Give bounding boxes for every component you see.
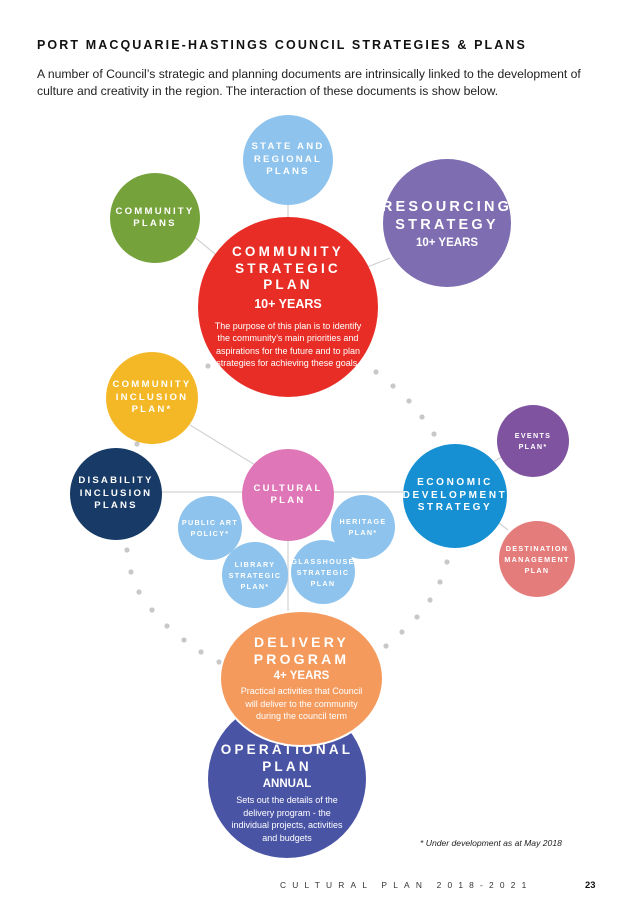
community-plans-circle: COMMUNITY PLANS <box>110 173 200 263</box>
page-title: PORT MACQUARIE-HASTINGS COUNCIL STRATEGI… <box>37 38 527 52</box>
community-inclusion-label: COMMUNITY INCLUSION PLAN* <box>112 379 192 416</box>
delivery-description: Practical activities that Council will d… <box>240 686 363 722</box>
community-plans-label: COMMUNITY PLANS <box>115 205 195 230</box>
cultural-plan-circle: CULTURAL PLAN <box>242 449 334 541</box>
heritage-label: HERITAGE PLAN* <box>339 517 387 537</box>
glasshouse-strategic-plan-circle: GLASSHOUSE STRATEGIC PLAN <box>291 540 355 604</box>
destination-label: DESTINATION MANAGEMENT PLAN <box>504 543 570 575</box>
community-inclusion-plan-circle: COMMUNITY INCLUSION PLAN* <box>106 352 198 444</box>
state-regional-label: STATE AND REGIONAL PLANS <box>251 141 325 178</box>
csp-years: 10+ YEARS <box>254 296 322 311</box>
public-art-label: PUBLIC ART POLICY* <box>181 518 239 538</box>
operational-label: OPERATIONAL PLAN <box>220 742 354 774</box>
delivery-program-circle: DELIVERY PROGRAM 4+ YEARS Practical acti… <box>219 610 384 747</box>
library-strategic-plan-circle: LIBRARY STRATEGIC PLAN* <box>222 542 288 608</box>
csp-description: The purpose of this plan is to identify … <box>214 320 362 369</box>
disability-inclusion-plans-circle: DISABILITY INCLUSION PLANS <box>70 448 162 540</box>
events-plan-circle: EVENTS PLAN* <box>497 405 569 477</box>
delivery-years: 4+ YEARS <box>273 670 330 683</box>
resourcing-strategy-circle: RESOURCING STRATEGY 10+ YEARS <box>381 159 513 287</box>
footnote: * Under development as at May 2018 <box>420 838 562 848</box>
public-art-policy-circle: PUBLIC ART POLICY* <box>178 496 242 560</box>
library-label: LIBRARY STRATEGIC PLAN* <box>228 559 282 591</box>
disability-label: DISABILITY INCLUSION PLANS <box>78 475 154 512</box>
destination-management-plan-circle: DESTINATION MANAGEMENT PLAN <box>499 521 575 597</box>
operational-frequency: ANNUAL <box>262 778 312 790</box>
community-strategic-plan-circle: COMMUNITY STRATEGIC PLAN 10+ YEARS The p… <box>198 217 378 397</box>
glasshouse-label: GLASSHOUSE STRATEGIC PLAN <box>291 556 355 588</box>
csp-label: COMMUNITY STRATEGIC PLAN <box>231 244 345 293</box>
state-regional-plans-circle: STATE AND REGIONAL PLANS <box>243 115 333 205</box>
economic-label: ECONOMIC DEVELOPMENT STRATEGY <box>402 477 508 514</box>
resourcing-label: RESOURCING STRATEGY <box>381 198 513 233</box>
cultural-plan-label: CULTURAL PLAN <box>253 482 323 507</box>
footer-document-title: CULTURAL PLAN 2018-2021 <box>280 880 533 890</box>
delivery-label: DELIVERY PROGRAM <box>253 634 350 667</box>
resourcing-years: 10+ YEARS <box>415 236 479 249</box>
intro-paragraph: A number of Council’s strategic and plan… <box>37 67 581 98</box>
events-label: EVENTS PLAN* <box>514 431 552 451</box>
operational-description: Sets out the details of the delivery pro… <box>231 795 343 843</box>
economic-development-strategy-circle: ECONOMIC DEVELOPMENT STRATEGY <box>403 444 507 548</box>
page-number: 23 <box>585 879 596 890</box>
